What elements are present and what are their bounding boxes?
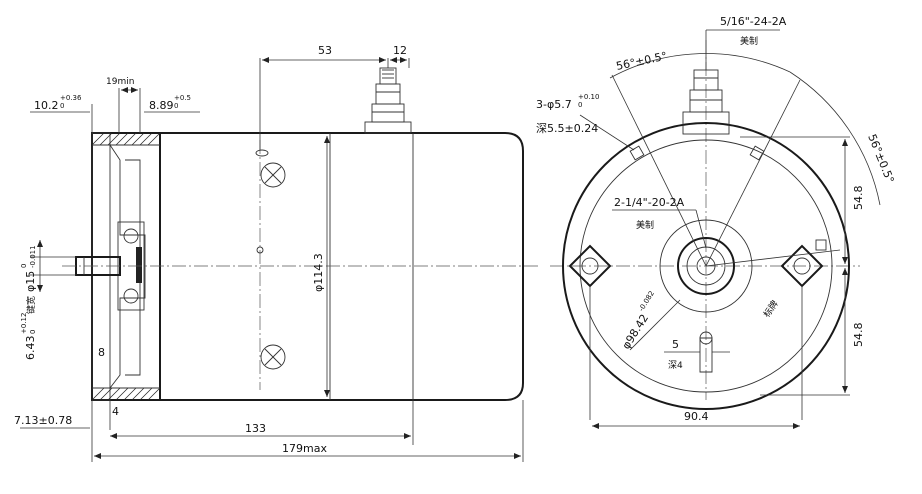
end-view: 5/16"-24-2A 美制 56°±0.5° 56°±0.5° 3-φ5.7 … — [536, 15, 897, 429]
dim-8: 8 — [98, 346, 105, 359]
dim-phi15: φ15 — [24, 271, 37, 292]
dim-6-43: 6.43 — [24, 336, 37, 361]
holes-tol-upper: +0.10 — [578, 93, 599, 101]
right-mount-hole — [780, 244, 824, 288]
dim-8-89-tol-lower: 0 — [174, 102, 178, 110]
angle-right: 56°±0.5° — [865, 132, 896, 185]
dim-12: 12 — [393, 44, 407, 57]
dim-10-2-tol-lower: 0 — [60, 102, 64, 110]
dim-54-8-upper: 54.8 — [852, 186, 865, 211]
thread-top: 5/16"-24-2A — [720, 15, 787, 28]
dim-6-43-tol-upper: +0.12 — [20, 313, 28, 334]
dim-phi114-3: φ114.3 — [312, 253, 325, 292]
dim-8-89-tol-upper: +0.5 — [174, 94, 191, 102]
section-hatch-bottom — [91, 387, 161, 401]
mounting-hole-upper — [260, 162, 286, 188]
dim-19min: 19min — [106, 77, 134, 87]
thread-mid-note: 美制 — [636, 219, 654, 231]
dim-133: 133 — [245, 422, 266, 435]
angle-left: 56°±0.5° — [615, 49, 668, 72]
holes-tol-lower: 0 — [578, 101, 582, 109]
dim-phi15-tol-upper: 0 — [20, 264, 28, 268]
key-width-note: 键宽 — [25, 296, 37, 314]
dim-10-2: 10.2 — [34, 99, 59, 112]
dim-5: 5 — [672, 338, 679, 351]
depth-4: 深4 — [668, 360, 683, 371]
dim-4: 4 — [112, 405, 119, 418]
dim-179max: 179max — [282, 442, 327, 455]
holes-depth: 深5.5±0.24 — [536, 122, 598, 135]
mounting-hole-lower — [260, 344, 286, 370]
dim-54-8-lower: 54.8 — [852, 323, 865, 348]
side-view: 53 12 19min 10.2 +0.36 0 8.89 +0.5 0 φ15… — [14, 44, 540, 462]
dim-6-43-tol-lower: 0 — [29, 330, 37, 334]
dim-7-13: 7.13±0.78 — [14, 414, 72, 427]
dim-phi98-42: φ98.42 — [620, 312, 652, 352]
boss-circle — [677, 237, 735, 295]
end-cap — [91, 132, 161, 401]
aux-note: 标牌 — [761, 298, 781, 320]
left-mount-hole — [568, 244, 612, 288]
holes-callout: 3-φ5.7 — [536, 98, 572, 111]
dim-phi98-42-tol: -0.082 — [637, 290, 656, 313]
lower-slot — [699, 337, 713, 373]
section-hatch-top — [91, 132, 161, 146]
dim-phi15-tol-lower: -0.011 — [29, 245, 37, 268]
dim-53: 53 — [318, 44, 332, 57]
thread-mid: 2-1/4"-20-2A — [614, 196, 685, 209]
thread-top-note: 美制 — [740, 35, 758, 47]
inner-housing-circle — [579, 139, 833, 393]
terminal-stud — [364, 67, 412, 134]
dim-8-89: 8.89 — [149, 99, 174, 112]
dim-90-4: 90.4 — [684, 410, 709, 423]
motor-body-outline — [160, 132, 524, 401]
dim-10-2-tol-upper: +0.36 — [60, 94, 82, 102]
outer-housing-circle — [562, 122, 850, 410]
